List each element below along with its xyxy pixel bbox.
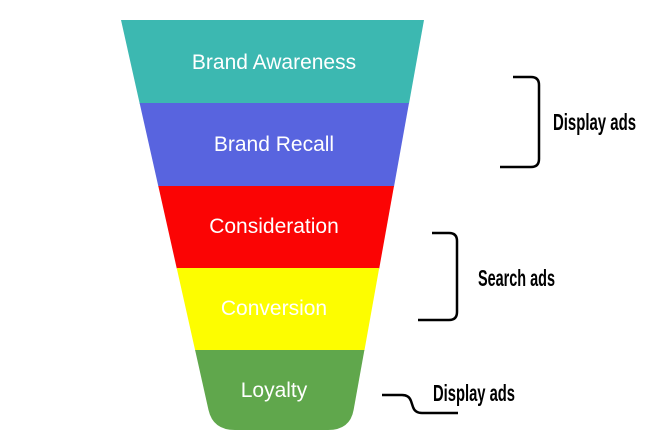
- bracket-search-ads: [418, 231, 459, 322]
- annotation-display-ads-top: Display ads: [500, 75, 636, 169]
- stage-label-conversion: Conversion: [221, 297, 327, 320]
- stage-label-brand-awareness: Brand Awareness: [192, 51, 356, 74]
- stage-label-loyalty: Loyalty: [241, 379, 308, 402]
- annotation-label-search-ads: Search ads: [478, 265, 555, 291]
- stage-label-brand-recall: Brand Recall: [214, 133, 334, 156]
- connector-display-ads-bottom: [382, 393, 458, 415]
- funnel-stage-conversion: [176, 268, 380, 351]
- annotation-display-ads-bottom: Display ads: [382, 380, 515, 415]
- stage-label-consideration: Consideration: [209, 215, 339, 238]
- funnel: Brand Awareness Brand Recall Considerati…: [121, 20, 424, 430]
- annotation-search-ads: Search ads: [418, 231, 555, 322]
- bracket-display-ads-top: [500, 75, 541, 169]
- funnel-stage-brand-recall: [139, 103, 409, 187]
- funnel-stage-brand-awareness: [121, 20, 424, 104]
- funnel-stage-loyalty: [195, 350, 365, 430]
- annotation-label-display-ads-bottom: Display ads: [433, 380, 515, 406]
- annotation-label-display-ads-top: Display ads: [553, 109, 636, 135]
- funnel-stage-consideration: [158, 186, 394, 269]
